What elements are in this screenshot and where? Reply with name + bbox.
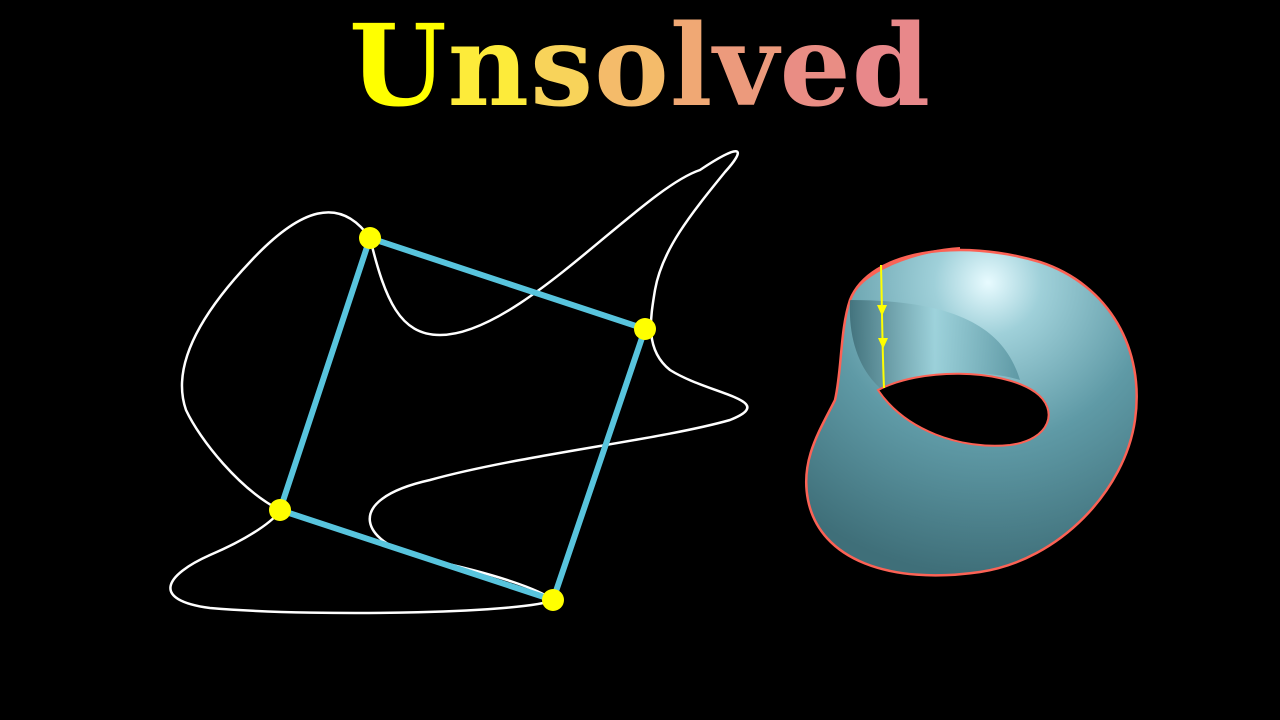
title-letter: U bbox=[348, 1, 448, 132]
square-vertex bbox=[542, 589, 564, 611]
square-vertex bbox=[634, 318, 656, 340]
title-letter: n bbox=[447, 1, 531, 132]
closed-curve bbox=[169, 150, 749, 615]
arrow-icon bbox=[878, 338, 888, 349]
square-vertex bbox=[359, 227, 381, 249]
title-letter: d bbox=[851, 1, 932, 132]
mobius-strip bbox=[804, 247, 1138, 577]
title-letter: o bbox=[594, 1, 670, 132]
title-letter: l bbox=[669, 1, 714, 132]
inscribed-square bbox=[277, 235, 648, 603]
mobius-hole bbox=[876, 372, 1050, 447]
mobius-inner-surface bbox=[849, 300, 1020, 388]
title-letter: e bbox=[779, 1, 852, 132]
mobius-edge bbox=[849, 247, 961, 301]
mobius-loop-line bbox=[880, 264, 885, 389]
title-letter: s bbox=[530, 1, 595, 132]
title: Unsolved bbox=[0, 2, 1280, 132]
square-vertex bbox=[269, 499, 291, 521]
arrow-icon bbox=[877, 305, 887, 316]
title-letter: v bbox=[713, 1, 780, 132]
